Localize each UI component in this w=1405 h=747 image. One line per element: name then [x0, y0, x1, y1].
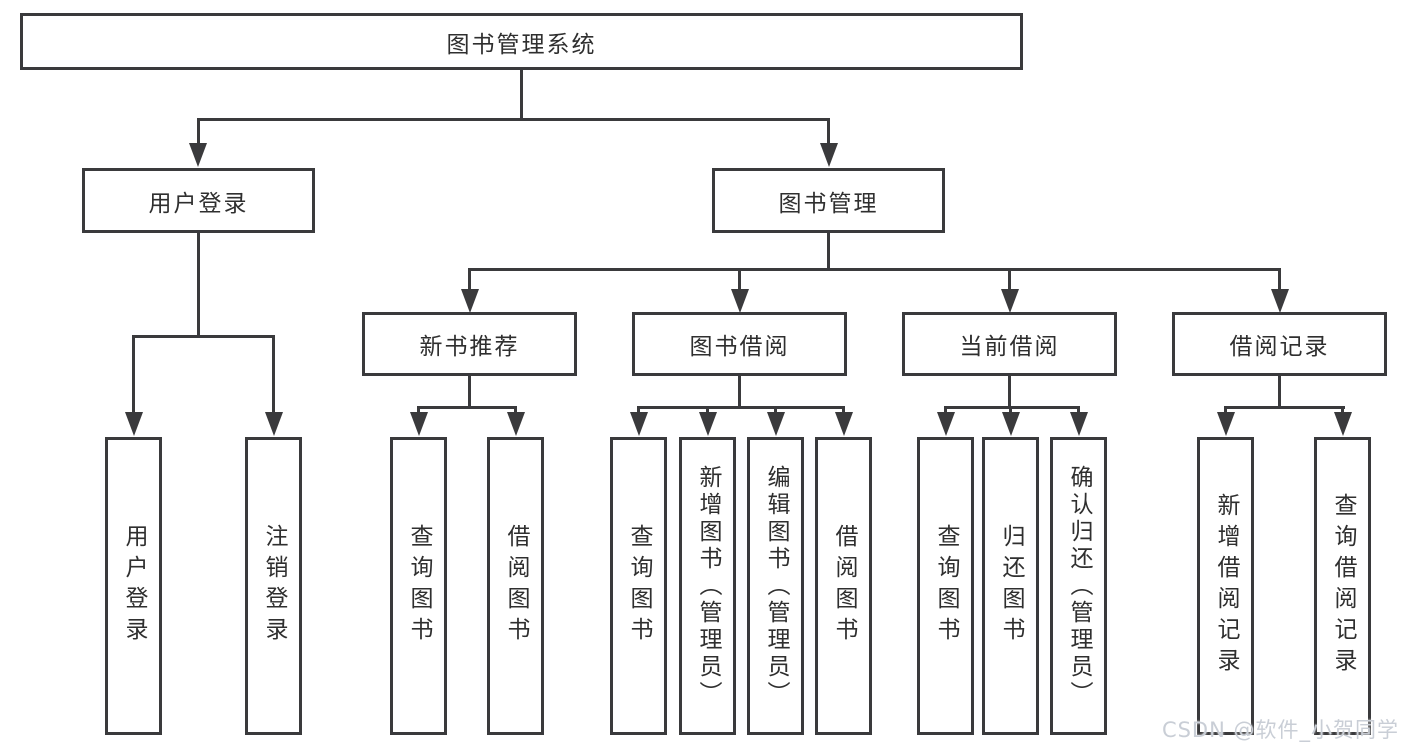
- connector-new-book-stem: [468, 376, 471, 406]
- node-user-login: 用户登录: [82, 168, 315, 233]
- arrow-down-icon: [1070, 412, 1088, 436]
- arrow-down-icon: [835, 412, 853, 436]
- arrow-down-icon: [937, 412, 955, 436]
- connector-borrow-records-hbar: [1224, 406, 1345, 409]
- leaf-borrow-books-recommend: 借阅图书: [487, 437, 544, 735]
- node-borrow-records-label: 借阅记录: [1229, 334, 1330, 360]
- leaf-return-books: 归还图书: [982, 437, 1039, 735]
- connector-book-borrow-hbar: [637, 406, 845, 409]
- connector-current-borrow-stem: [1008, 376, 1011, 406]
- node-new-book-recommend-label: 新书推荐: [419, 334, 520, 360]
- arrow-down-icon: [820, 143, 838, 167]
- arrow-down-icon: [507, 412, 525, 436]
- arrow-down-icon: [125, 412, 143, 436]
- arrow-down-icon: [630, 412, 648, 436]
- arrow-down-icon: [189, 143, 207, 167]
- connector-drop-borrow-records: [1278, 268, 1281, 291]
- connector-book-borrow-stem: [738, 376, 741, 406]
- arrow-down-icon: [1002, 412, 1020, 436]
- leaf-add-books-admin-label: 新增图书（管理员）: [695, 464, 721, 708]
- connector-drop-leaf: [417, 406, 420, 413]
- connector-drop-leaf: [944, 406, 947, 413]
- leaf-add-books-admin: 新增图书（管理员）: [679, 437, 736, 735]
- leaf-logout-label: 注销登录: [261, 524, 287, 648]
- leaf-user-login-label: 用户登录: [121, 524, 147, 648]
- arrow-down-icon: [1217, 412, 1235, 436]
- leaf-borrow-books: 借阅图书: [815, 437, 872, 735]
- node-user-login-label: 用户登录: [148, 190, 249, 217]
- node-new-book-recommend: 新书推荐: [362, 312, 577, 376]
- arrow-down-icon: [731, 289, 749, 313]
- connector-user-login-stem: [197, 233, 200, 335]
- leaf-query-books-borrow: 查询图书: [610, 437, 667, 735]
- csdn-watermark: CSDN @软件_小贺同学: [1161, 718, 1399, 742]
- connector-drop-book-borrow: [738, 268, 741, 291]
- leaf-confirm-return-admin: 确认归还（管理员）: [1050, 437, 1107, 735]
- connector-drop-leaf: [1224, 406, 1227, 413]
- leaf-query-books-recommend: 查询图书: [390, 437, 447, 735]
- connector-drop-leaf: [637, 406, 640, 413]
- arrow-down-icon: [1334, 412, 1352, 436]
- leaf-query-books-current: 查询图书: [917, 437, 974, 735]
- node-root: 图书管理系统: [20, 13, 1023, 70]
- leaf-confirm-return-admin-label: 确认归还（管理员）: [1066, 464, 1092, 708]
- connector-drop-leaf: [774, 406, 777, 413]
- connector-drop-leaf: [1009, 406, 1012, 413]
- connector-drop-leaf: [842, 406, 845, 413]
- arrow-down-icon: [461, 289, 479, 313]
- connector-root-hbar: [197, 118, 830, 121]
- arrow-down-icon: [410, 412, 428, 436]
- leaf-user-login: 用户登录: [105, 437, 162, 735]
- node-current-borrow-label: 当前借阅: [959, 334, 1060, 360]
- connector-drop-leaf: [706, 406, 709, 413]
- connector-drop-user-login: [197, 118, 200, 144]
- node-book-management: 图书管理: [712, 168, 945, 233]
- leaf-add-borrow-record-label: 新增借阅记录: [1213, 493, 1239, 679]
- connector-borrow-records-stem: [1278, 376, 1281, 406]
- leaf-query-books-borrow-label: 查询图书: [626, 524, 652, 648]
- connector-drop-new-book: [468, 268, 471, 291]
- connector-drop-leaf: [272, 335, 275, 412]
- connector-drop-leaf: [1341, 406, 1344, 413]
- node-root-label: 图书管理系统: [446, 31, 597, 58]
- connector-drop-leaf: [132, 335, 135, 412]
- node-book-management-label: 图书管理: [778, 190, 879, 217]
- leaf-edit-books-admin: 编辑图书（管理员）: [747, 437, 804, 735]
- leaf-query-books-current-label: 查询图书: [933, 524, 959, 648]
- leaf-query-borrow-record: 查询借阅记录: [1314, 437, 1371, 735]
- connector-current-borrow-hbar: [944, 406, 1080, 409]
- node-book-borrow-label: 图书借阅: [689, 334, 790, 360]
- arrow-down-icon: [1001, 289, 1019, 313]
- arrow-down-icon: [767, 412, 785, 436]
- arrow-down-icon: [699, 412, 717, 436]
- leaf-query-books-recommend-label: 查询图书: [406, 524, 432, 648]
- connector-drop-leaf: [1077, 406, 1080, 413]
- node-book-borrow: 图书借阅: [632, 312, 847, 376]
- connector-drop-leaf: [514, 406, 517, 413]
- leaf-borrow-books-recommend-label: 借阅图书: [503, 524, 529, 648]
- connector-user-login-hbar: [132, 335, 275, 338]
- leaf-edit-books-admin-label: 编辑图书（管理员）: [763, 464, 789, 708]
- leaf-add-borrow-record: 新增借阅记录: [1197, 437, 1254, 735]
- arrow-down-icon: [265, 412, 283, 436]
- connector-new-book-hbar: [417, 406, 517, 409]
- connector-root-stem: [520, 70, 523, 118]
- leaf-logout: 注销登录: [245, 437, 302, 735]
- connector-drop-current-borrow: [1008, 268, 1011, 291]
- leaf-query-borrow-record-label: 查询借阅记录: [1330, 493, 1356, 679]
- connector-drop-book-management: [827, 118, 830, 144]
- arrow-down-icon: [1271, 289, 1289, 313]
- connector-book-management-hbar: [468, 268, 1281, 271]
- node-current-borrow: 当前借阅: [902, 312, 1117, 376]
- node-borrow-records: 借阅记录: [1172, 312, 1387, 376]
- leaf-return-books-label: 归还图书: [998, 524, 1024, 648]
- connector-book-management-stem: [827, 233, 830, 268]
- leaf-borrow-books-label: 借阅图书: [831, 524, 857, 648]
